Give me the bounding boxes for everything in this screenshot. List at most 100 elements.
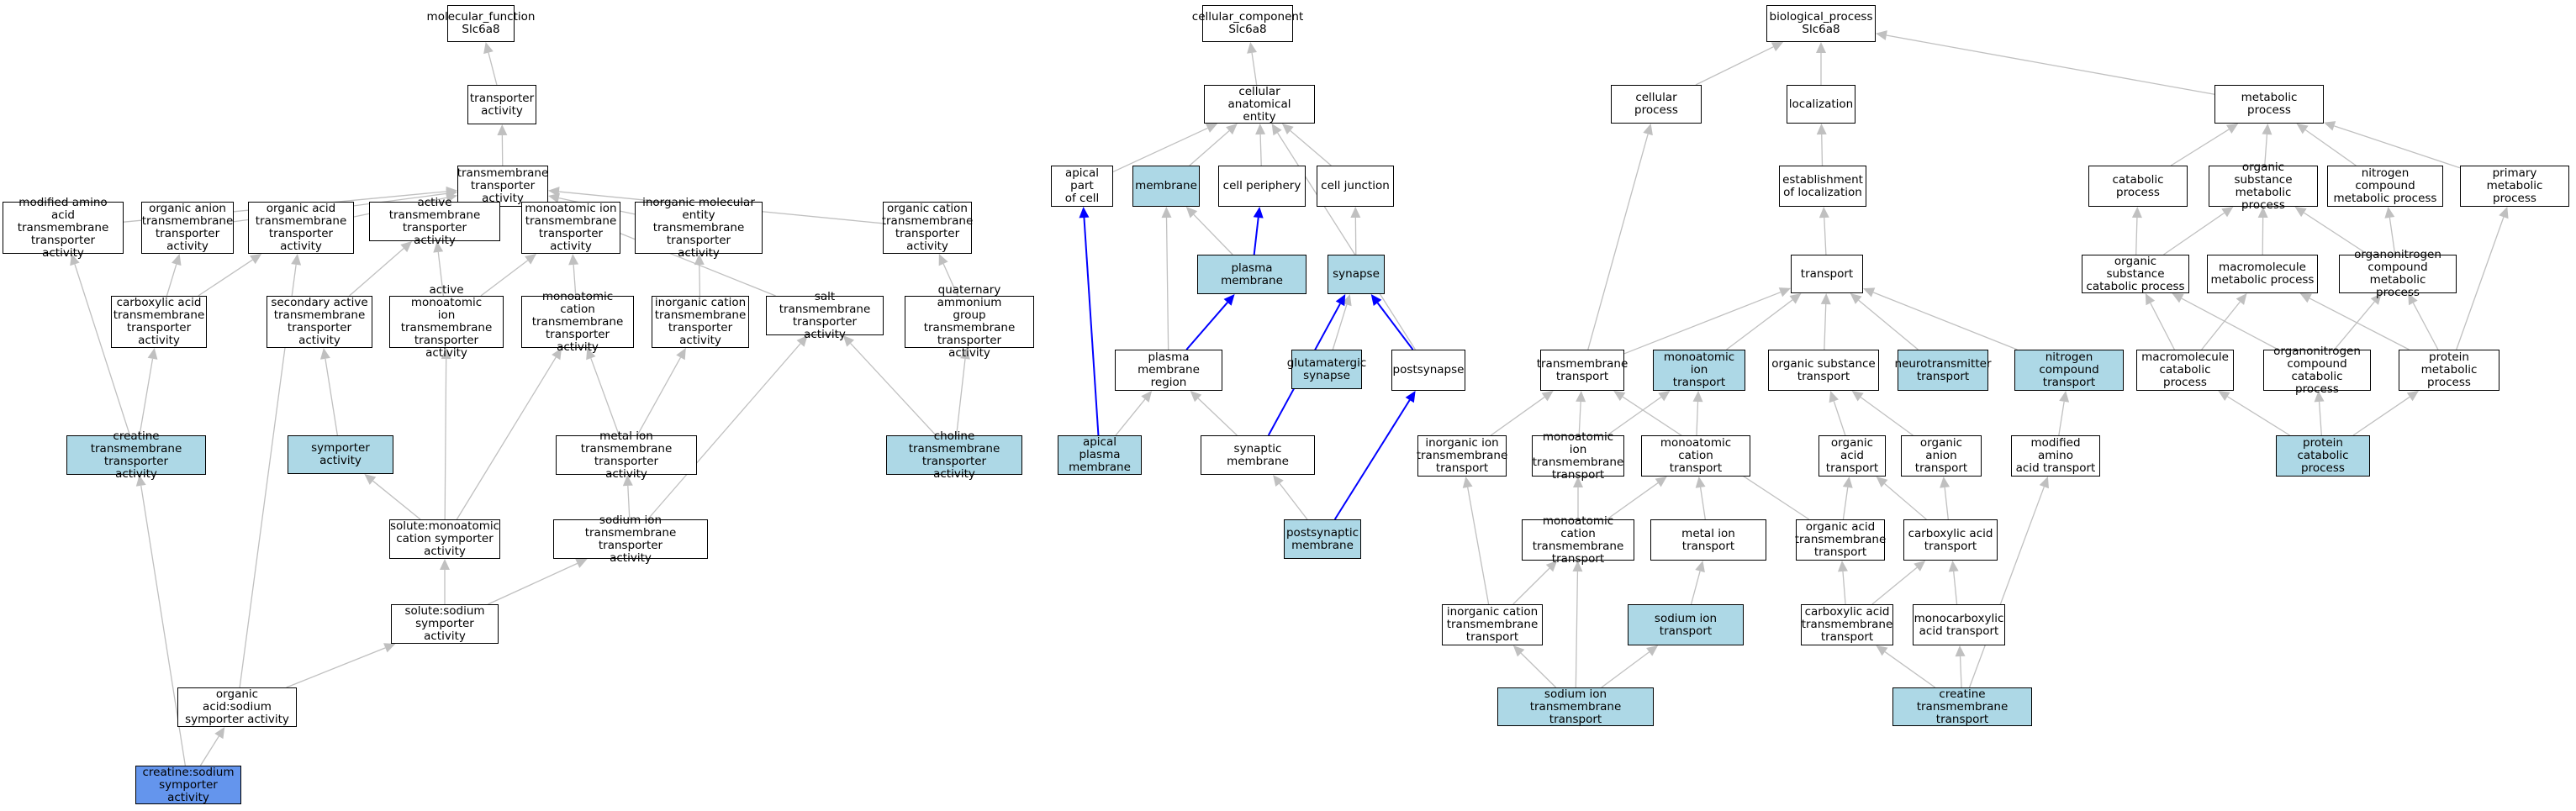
node-nitrogen-compound-metabolic[interactable]: nitrogen compound metabolic process — [2327, 166, 2443, 207]
node-inorg-cation-tm-transport[interactable]: inorganic cation transmembrane transport — [1442, 604, 1543, 645]
node-active-monoatomic-ion-tm[interactable]: active monoatomic ion transmembrane tran… — [389, 284, 504, 360]
node-organonitrogen-metabolic[interactable]: organonitrogen compound metabolic proces… — [2339, 249, 2457, 299]
node-nitrogen-compound-transport[interactable]: nitrogen compound transport — [2014, 350, 2124, 391]
node-org-sub-catabolic[interactable]: organic substance catabolic process — [2082, 255, 2189, 293]
node-active-tm[interactable]: active transmembrane transporter activit… — [369, 196, 500, 246]
node-monocarboxylic-acid-transport[interactable]: monocarboxylic acid transport — [1913, 604, 2005, 645]
node-inorg-ion-tm-transport[interactable]: inorganic ion transmembrane transport — [1416, 435, 1508, 477]
node-secondary-active-tm[interactable]: secondary active transmembrane transport… — [267, 296, 372, 348]
node-membrane[interactable]: membrane — [1132, 166, 1200, 207]
node-monoatomic-ion-tm-transport[interactable]: monoatomic ion transmembrane transport — [1532, 429, 1624, 482]
node-bp-root[interactable]: biological_process Slc6a8 — [1766, 5, 1876, 42]
node-cell-junction[interactable]: cell junction — [1317, 166, 1394, 207]
arrowhead — [796, 335, 808, 347]
arrowhead — [1161, 207, 1172, 219]
node-synapse[interactable]: synapse — [1328, 255, 1385, 294]
node-choline-tm[interactable]: choline transmembrane transporter activi… — [886, 429, 1022, 480]
node-organonitrogen-catabolic[interactable]: organonitrogen compound catabolic proces… — [2263, 345, 2371, 395]
arrowhead — [1405, 391, 1416, 403]
node-macromolecule-catabolic[interactable]: macromolecule catabolic process — [2136, 350, 2234, 391]
edge-org_acid_transport-to-org_sub_transport — [1833, 401, 1846, 436]
node-creatine-sodium-symp[interactable]: creatine:sodium symporter activity — [135, 766, 241, 804]
node-metal-ion-transport[interactable]: metal ion transport — [1650, 519, 1766, 561]
arrowhead — [214, 727, 225, 740]
node-quat-ammonium-tm[interactable]: quaternary ammonium group transmembrane … — [905, 284, 1034, 360]
arrowhead — [70, 254, 80, 266]
node-solute-sodium-symp[interactable]: solute:sodium symporter activity — [391, 604, 499, 644]
node-apical-pm[interactable]: apical plasma membrane — [1058, 435, 1142, 475]
node-protein-metabolic[interactable]: protein metabolic process — [2399, 350, 2499, 391]
node-org-sub-transport[interactable]: organic substance transport — [1768, 350, 1879, 391]
node-org-cation-tm[interactable]: organic cation transmembrane transporter… — [881, 202, 974, 254]
edge-pm_region-to-membrane — [1165, 217, 1169, 350]
node-monoatomic-cation-transport[interactable]: monoatomic cation transport — [1641, 435, 1750, 477]
node-cc-root[interactable]: cellular_component Slc6a8 — [1192, 5, 1303, 42]
node-org-acid-tm-transport[interactable]: organic acid transmembrane transport — [1794, 519, 1887, 561]
node-primary-metabolic[interactable]: primary metabolic process — [2460, 166, 2569, 207]
node-inorg-mol-tm[interactable]: inorganic molecular entity transmembrane… — [635, 196, 763, 259]
node-solute-monoatomic-cation-symp[interactable]: solute:monoatomic cation symporter activ… — [389, 519, 500, 559]
node-symporter-activity[interactable]: symporter activity — [288, 435, 393, 474]
arrowhead — [548, 187, 560, 197]
node-metabolic-process[interactable]: metabolic process — [2214, 85, 2324, 124]
node-org-acid-sodium-symp[interactable]: organic acid:sodium symporter activity — [177, 687, 297, 727]
node-establishment-localization[interactable]: establishment of localization — [1779, 166, 1866, 207]
node-org-sub-metabolic[interactable]: organic substance metabolic process — [2209, 161, 2318, 211]
node-org-anion-tm[interactable]: organic anion transmembrane transporter … — [141, 202, 234, 254]
node-mf-root[interactable]: molecular_function Slc6a8 — [427, 5, 535, 42]
node-catabolic-process[interactable]: catabolic process — [2088, 166, 2188, 207]
node-plasma-membrane[interactable]: plasma membrane — [1197, 255, 1306, 294]
node-creatine-tm-transport[interactable]: creatine transmembrane transport — [1892, 687, 2032, 726]
node-mod-aa-transport[interactable]: modified amino acid transport — [2011, 435, 2100, 477]
node-creatine-tm-activity[interactable]: creatine transmembrane transporter activ… — [66, 429, 206, 480]
arrowhead — [2172, 293, 2184, 303]
node-cell-anat-entity[interactable]: cellular anatomical entity — [1204, 85, 1315, 124]
arrowhead — [1141, 391, 1153, 403]
node-carboxylic-acid-tm-transport[interactable]: carboxylic acid transmembrane transport — [1801, 604, 1893, 645]
node-inorg-cation-tm[interactable]: inorganic cation transmembrane transport… — [652, 296, 749, 348]
node-mod-aa-tm[interactable]: modified amino acid transmembrane transp… — [3, 196, 124, 259]
node-tm-transporter-activity[interactable]: transmembrane transporter activity — [457, 166, 549, 207]
node-neurotransmitter-transport[interactable]: neurotransmitter transport — [1895, 350, 1992, 391]
node-carboxylic-acid-tm[interactable]: carboxylic acid transmembrane transporte… — [111, 296, 207, 348]
edge-monoatomic_cation_tm_transport-to-monoatomic_cation_transport — [1606, 482, 1659, 520]
arrowhead — [676, 348, 686, 361]
arrowhead — [1370, 294, 1382, 306]
node-cell-periphery[interactable]: cell periphery — [1218, 166, 1306, 207]
arrowhead — [1816, 42, 1826, 53]
edge-creatine_tm_transport-to-monocarboxylic_acid_transport — [1959, 656, 1962, 688]
node-salt-tm[interactable]: salt transmembrane transporter activity — [766, 290, 884, 340]
node-tm-transport[interactable]: transmembrane transport — [1537, 350, 1628, 391]
node-transport[interactable]: transport — [1791, 255, 1863, 293]
node-cellular-process[interactable]: cellular process — [1611, 85, 1702, 124]
node-monoatomic-cation-tm-transport[interactable]: monoatomic cation transmembrane transpor… — [1522, 514, 1634, 565]
node-monoatomic-ion-tm[interactable]: monoatomic ion transmembrane transporter… — [521, 202, 620, 254]
node-metal-ion-tm[interactable]: metal ion transmembrane transporter acti… — [556, 429, 697, 480]
node-protein-catabolic[interactable]: protein catabolic process — [2276, 435, 2370, 477]
node-macromolecule-metabolic[interactable]: macromolecule metabolic process — [2207, 255, 2318, 293]
arrowhead — [1253, 207, 1264, 219]
node-transporter-activity[interactable]: transporter activity — [467, 85, 536, 124]
node-glutamatergic-synapse[interactable]: glutamatergic synapse — [1287, 350, 1366, 389]
node-sodium-ion-tm-activity[interactable]: sodium ion transmembrane transporter act… — [553, 513, 708, 564]
node-localization[interactable]: localization — [1787, 85, 1855, 124]
node-carboxylic-acid-transport[interactable]: carboxylic acid transport — [1903, 519, 1998, 561]
node-synaptic-membrane[interactable]: synaptic membrane — [1201, 435, 1315, 475]
arrowhead — [1863, 287, 1876, 298]
edge-carboxylic_acid_tm_transport-to-carboxylic_acid_transport — [1871, 566, 1918, 605]
node-org-anion-transport[interactable]: organic anion transport — [1901, 435, 1982, 477]
node-org-acid-tm[interactable]: organic acid transmembrane transporter a… — [248, 202, 354, 254]
node-org-acid-transport[interactable]: organic acid transport — [1819, 435, 1886, 477]
node-monoatomic-cation-tm[interactable]: monoatomic cation transmembrane transpor… — [521, 290, 634, 353]
node-postsynaptic-membrane[interactable]: postsynaptic membrane — [1284, 519, 1361, 559]
node-pm-region[interactable]: plasma membrane region — [1115, 350, 1222, 391]
node-apical-part[interactable]: apical part of cell — [1051, 166, 1113, 207]
node-sodium-ion-tm-transport[interactable]: sodium ion transmembrane transport — [1497, 687, 1654, 726]
edge-sodium_ion_tm_transport-to-monoatomic_cation_tm_transport — [1575, 571, 1579, 688]
arrowhead — [1576, 391, 1586, 403]
node-postsynapse[interactable]: postsynapse — [1391, 350, 1465, 391]
arrowhead — [2218, 391, 2230, 401]
node-monoatomic-ion-transport[interactable]: monoatomic ion transport — [1653, 350, 1745, 391]
edge-protein_metabolic-to-macromolecule_metabolic — [2309, 298, 2410, 350]
node-sodium-ion-transport[interactable]: sodium ion transport — [1628, 604, 1744, 645]
